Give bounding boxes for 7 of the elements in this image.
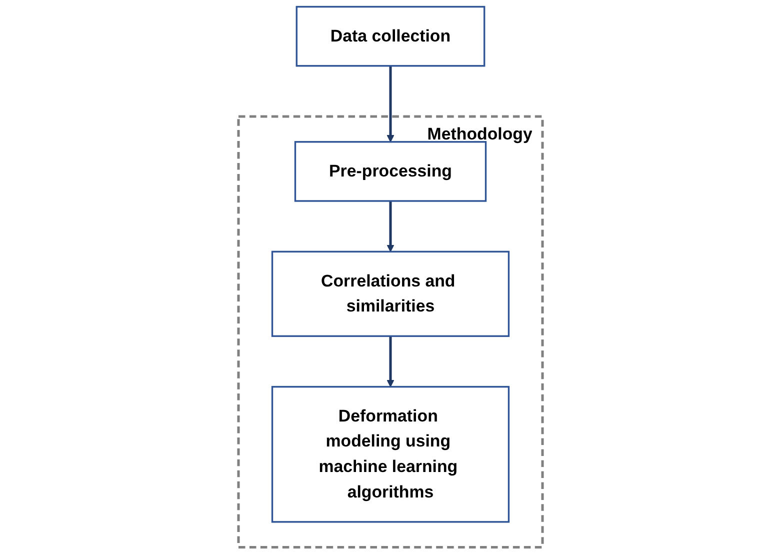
node-box: Data collection — [296, 6, 486, 67]
node-box: Correlations and similarities — [271, 250, 510, 337]
arrow — [386, 66, 394, 142]
arrow — [386, 336, 394, 388]
node-box: Pre-processing — [294, 141, 487, 202]
node-box: Deformation modeling using machine learning algorithms — [271, 386, 510, 523]
arrow — [386, 201, 394, 252]
